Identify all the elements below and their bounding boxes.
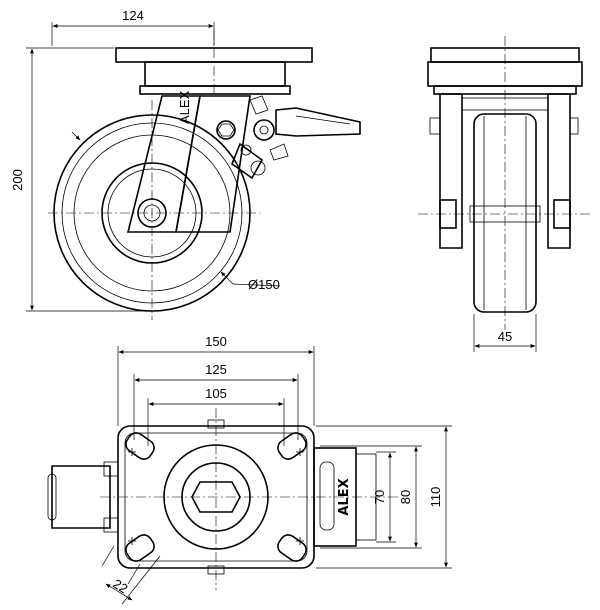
dim-70-label: 70 xyxy=(372,490,387,504)
dim-45-label: 45 xyxy=(498,329,512,344)
dim-125-label: 125 xyxy=(205,362,227,377)
brake-pedal xyxy=(275,107,361,137)
front-view: 45 xyxy=(418,36,590,352)
brand-label: ALEX xyxy=(337,478,352,515)
brake-assembly xyxy=(216,95,361,180)
mounting-slots xyxy=(125,432,307,562)
front-fork-left xyxy=(439,93,463,249)
side-bearing-housing xyxy=(144,61,286,87)
dim-22-label: 22 xyxy=(110,576,130,596)
dim-150-label: 150 xyxy=(205,334,227,349)
dim-110-label: 110 xyxy=(428,487,443,508)
plate-view-wheel xyxy=(51,465,111,529)
plate-view: ALEX 150 125 105 70 80 110 xyxy=(47,334,452,605)
svg-text:ALEX: ALEX xyxy=(177,90,192,124)
side-fork-plate xyxy=(175,95,251,233)
dim-80-label: 80 xyxy=(398,490,413,504)
dim-105-label: 105 xyxy=(205,386,227,401)
dim-124-label: 124 xyxy=(122,8,144,23)
dim-200-label: 200 xyxy=(10,169,25,191)
dim-150-diameter-label: Ø150 xyxy=(248,277,280,292)
front-fork-right xyxy=(547,93,571,249)
side-view: ALEX 124 200 xyxy=(10,8,361,320)
